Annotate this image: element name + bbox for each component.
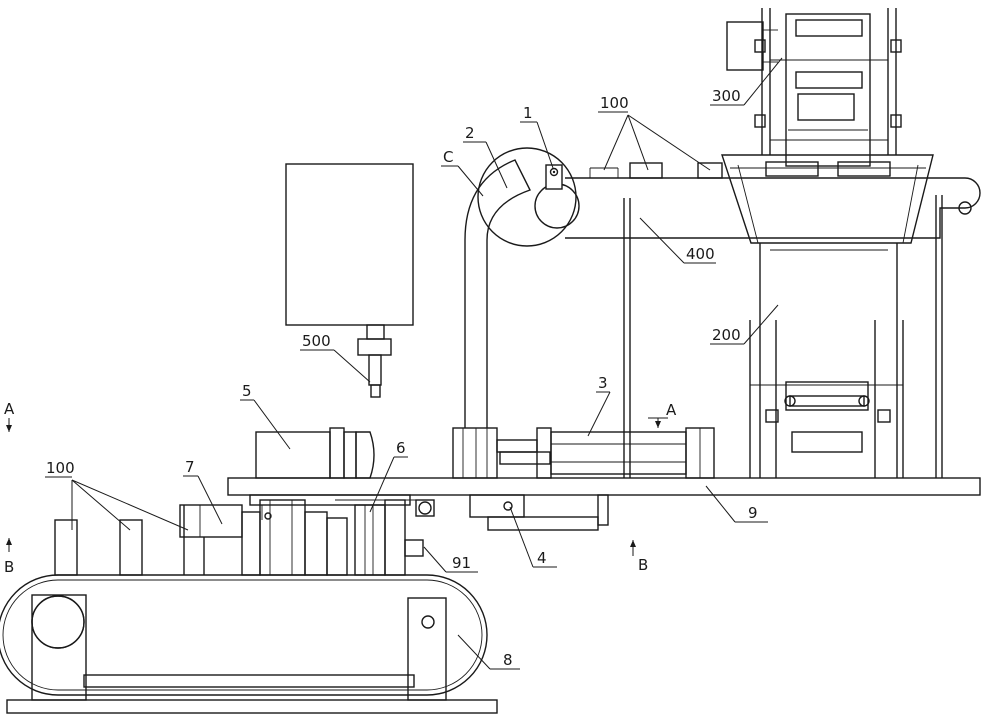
label-2: 2 [465,124,475,142]
mechanism-6-7 [179,494,435,576]
unit-200 [749,195,943,478]
label-5: 5 [242,382,252,400]
label-300: 300 [712,87,741,105]
section-a-right [648,417,668,428]
part-labels: 300 100 1 2 C 400 200 500 3 A 5 6 7 100 … [4,87,758,669]
label-3: 3 [598,374,608,392]
label-9: 9 [748,504,758,522]
label-c: C [443,148,453,166]
motor-5 [255,427,375,479]
label-4: 4 [537,549,547,567]
label-500: 500 [302,332,331,350]
label-100-top: 100 [600,94,629,112]
label-a-left: A [4,400,15,418]
label-1: 1 [523,104,533,122]
section-markers [6,418,636,556]
label-8: 8 [503,651,513,669]
unit-300 [726,8,902,167]
conveyor-8 [0,519,498,714]
chute-pipe [464,159,531,428]
hopper [721,154,934,244]
label-91: 91 [452,554,471,572]
part-4 [469,494,609,531]
beam-400 [565,162,981,478]
label-100-left: 100 [46,459,75,477]
leader-lines [45,57,783,670]
label-a-right: A [666,401,677,419]
label-b-left: B [4,558,14,576]
label-200: 200 [712,326,741,344]
unit-500 [285,163,414,398]
label-6: 6 [396,439,406,457]
detail-c [477,147,580,247]
label-400: 400 [686,245,715,263]
label-7: 7 [185,458,195,476]
label-b-right: B [638,556,648,574]
base-plate-9 [227,477,981,496]
cylinder-3 [452,427,715,479]
